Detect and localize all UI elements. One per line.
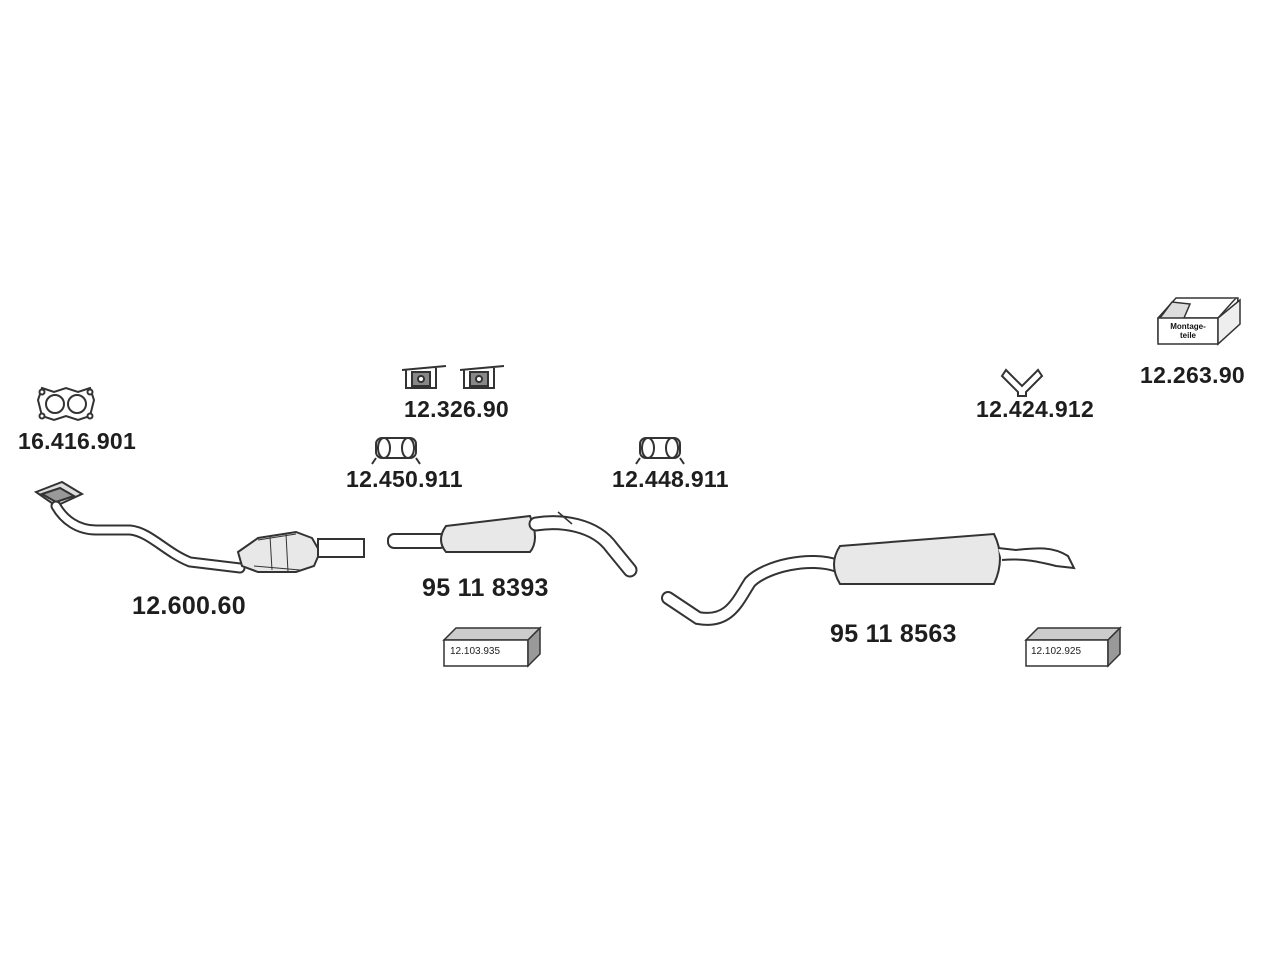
hanger-drawing bbox=[1000, 368, 1044, 397]
mounting-kit-part-number: 12.263.90 bbox=[1140, 362, 1246, 388]
box-middle-part-number: 12.103.935 bbox=[450, 646, 501, 657]
rear-silencer-drawing bbox=[661, 532, 1076, 626]
mounting-kit-box-line2: teile bbox=[1179, 331, 1196, 340]
clamp-front-drawing bbox=[371, 437, 421, 465]
middle-silencer-part-number: 95 11 8393 bbox=[422, 574, 549, 602]
middle-silencer-drawing bbox=[387, 511, 638, 578]
mounting-kit-box-line1: Montage- bbox=[1170, 322, 1206, 331]
front-pipe-catalyst-part-number: 12.600.60 bbox=[132, 592, 246, 620]
mounting-box-middle-drawing bbox=[442, 626, 542, 668]
gasket-drawing bbox=[36, 386, 96, 422]
mounting-kit-drawing bbox=[1157, 297, 1241, 346]
front-pipe-catalyst-drawing bbox=[33, 480, 365, 574]
clamp-front-part-number: 12.450.911 bbox=[346, 466, 463, 492]
hanger-part-number: 12.424.912 bbox=[976, 396, 1095, 422]
mounting-box-rear-drawing bbox=[1024, 626, 1122, 668]
gasket-part-number: 16.416.901 bbox=[18, 428, 137, 454]
rubber-mounts-drawing bbox=[401, 365, 505, 389]
clamp-rear-drawing bbox=[635, 437, 685, 465]
mounting-kit-box-label: Montage- teile bbox=[1158, 322, 1218, 340]
box-rear-part-number: 12.102.925 bbox=[1031, 646, 1082, 657]
clamp-rear-part-number: 12.448.911 bbox=[612, 466, 729, 492]
rear-silencer-part-number: 95 11 8563 bbox=[830, 620, 957, 648]
rubber-mounts-part-number: 12.326.90 bbox=[404, 396, 510, 422]
